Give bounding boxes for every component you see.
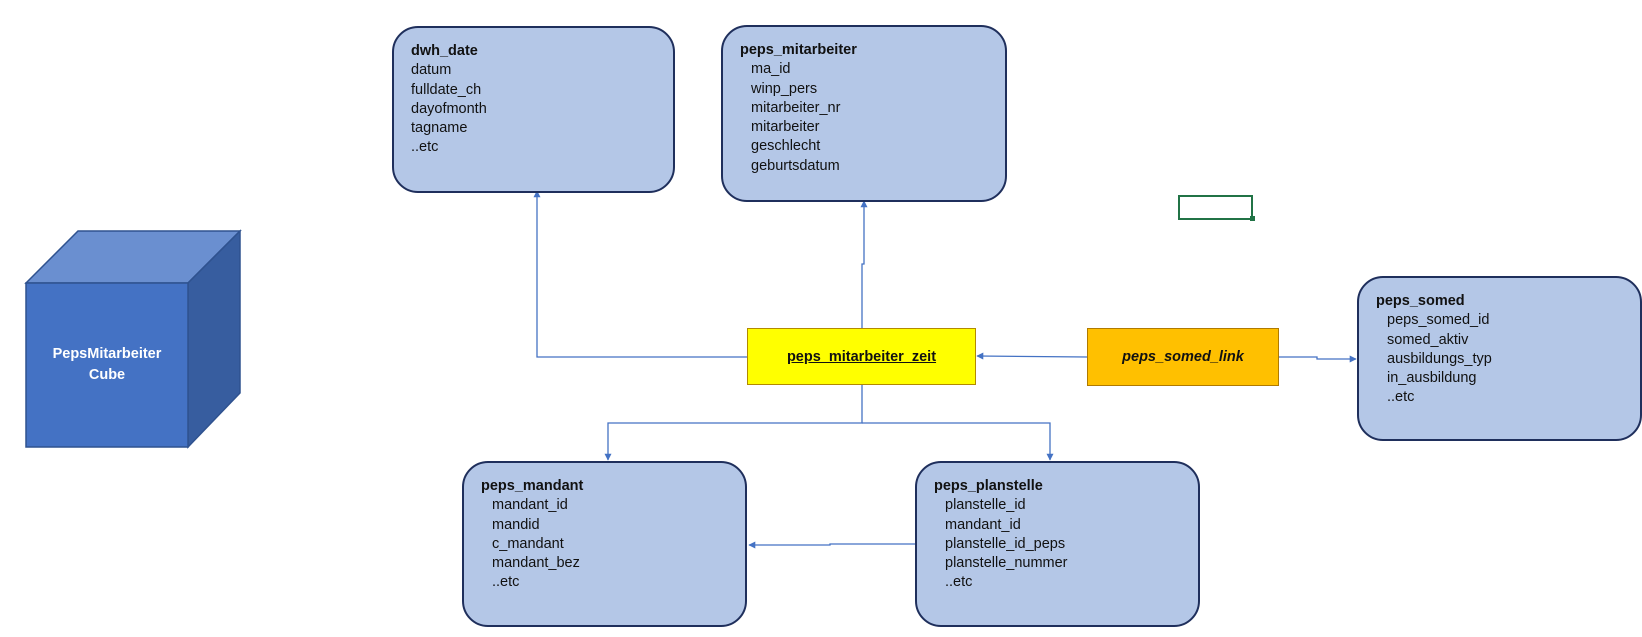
table-field: ausbildungs_typ <box>1387 350 1492 367</box>
cube-label-line1: PepsMitarbeiter <box>52 346 162 362</box>
table-field: ..etc <box>1387 389 1415 406</box>
fact-table-peps-mitarbeiter-zeit: peps_mitarbeiter_zeit <box>747 328 976 385</box>
table-field: ..etc <box>492 574 520 591</box>
fill-handle[interactable] <box>1250 216 1255 221</box>
table-peps-somed: peps_somed peps_somed_id somed_aktiv aus… <box>1357 276 1642 441</box>
table-peps-mandant: peps_mandant mandant_id mandid c_mandant… <box>462 461 747 627</box>
table-peps-planstelle: peps_planstelle planstelle_id mandant_id… <box>915 461 1200 627</box>
table-field: fulldate_ch <box>411 81 482 98</box>
table-title: peps_planstelle <box>934 478 1043 494</box>
table-field: mandid <box>492 516 540 533</box>
table-field: mandant_bez <box>492 555 580 572</box>
table-field: geburtsdatum <box>751 157 840 174</box>
cube-label-line2: Cube <box>88 367 126 383</box>
table-field: in_ausbildung <box>1387 370 1477 387</box>
table-field: planstelle_nummer <box>945 555 1068 572</box>
table-field: winp_pers <box>751 80 818 97</box>
table-title: peps_mandant <box>481 478 584 494</box>
cell-selection-box[interactable] <box>1178 195 1253 220</box>
table-title: peps_somed <box>1376 293 1465 309</box>
link-table-label: peps_somed_link <box>1122 349 1244 365</box>
table-field: dayofmonth <box>411 100 487 117</box>
table-field: mandant_id <box>492 497 568 514</box>
table-title: peps_mitarbeiter <box>740 42 857 58</box>
table-field: peps_somed_id <box>1387 312 1490 329</box>
table-field: mitarbeiter <box>751 119 820 136</box>
table-field: ..etc <box>411 139 439 156</box>
table-field: c_mandant <box>492 535 564 552</box>
table-field: somed_aktiv <box>1387 331 1469 348</box>
connector-zeit-to-mitarbeiter <box>860 200 868 328</box>
cube-front-face <box>25 282 189 448</box>
table-title: dwh_date <box>411 43 478 59</box>
connector-zeit-to-mandant <box>604 385 863 461</box>
connector-planstelle-to-mandant <box>748 541 915 549</box>
table-field: ..etc <box>945 574 973 591</box>
table-field: ma_id <box>751 61 791 78</box>
table-field: datum <box>411 62 452 79</box>
cube-shape <box>24 229 242 449</box>
table-field: tagname <box>411 120 468 137</box>
table-field: planstelle_id <box>945 497 1026 514</box>
cube-label: PepsMitarbeiter Cube <box>26 283 188 447</box>
table-peps-mitarbeiter: peps_mitarbeiter ma_id winp_pers mitarbe… <box>721 25 1007 202</box>
connector-zeit-to-planstelle <box>862 422 1054 461</box>
fact-table-label: peps_mitarbeiter_zeit <box>786 348 937 365</box>
table-field: mitarbeiter_nr <box>751 99 841 116</box>
connector-zeit-to-date <box>533 190 747 358</box>
connector-link-to-somed <box>1279 355 1357 363</box>
link-table-peps-somed-link: peps_somed_link <box>1087 328 1279 386</box>
table-field: planstelle_id_peps <box>945 535 1066 552</box>
table-field: geschlecht <box>751 138 821 155</box>
table-dwh-date: dwh_date datum fulldate_ch dayofmonth ta… <box>392 26 675 193</box>
connector-link-to-zeit <box>976 352 1088 360</box>
table-field: mandant_id <box>945 516 1021 533</box>
